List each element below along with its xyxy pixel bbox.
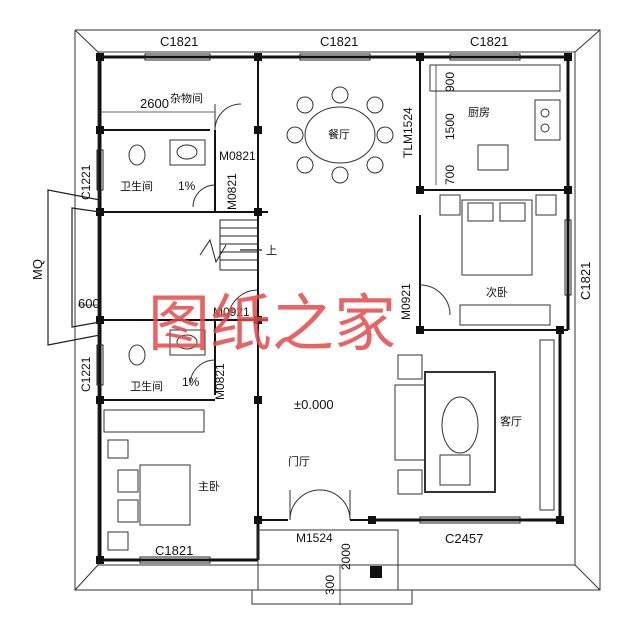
label-dim-2000: 2000 (339, 543, 353, 570)
dimension-lines (78, 65, 437, 605)
entry-steps (251, 529, 413, 605)
door-swings (189, 103, 451, 521)
structural-columns (96, 53, 572, 578)
label-door-tlm: TLM1524 (401, 107, 415, 158)
label-stair-up: 上 (266, 244, 277, 257)
label-slope-1: 1% (178, 179, 196, 193)
label-slope-2: 1% (182, 375, 200, 389)
label-door-m0921-b: M0921 (399, 283, 413, 320)
label-dim-300: 300 (323, 575, 337, 595)
label-door-m0821-c: M0821 (213, 363, 227, 400)
room-bath-upper: 卫生间 (120, 179, 153, 193)
label-dim-600: 600 (78, 296, 100, 311)
bath-fixtures (128, 139, 206, 366)
room-kitchen: 厨房 (468, 106, 490, 119)
label-dim-900: 900 (443, 72, 457, 92)
master-bedroom-bed (103, 409, 205, 551)
second-bedroom-bed (439, 194, 557, 326)
room-bath-lower: 卫生间 (130, 379, 163, 393)
label-door-m0921-a: M0921 (213, 305, 250, 319)
window-marks (96, 53, 572, 564)
label-bay-window: MQ (30, 259, 45, 280)
label-door-main: M1524 (296, 531, 333, 545)
label-window-bottom-right: C2457 (445, 531, 483, 546)
kitchen-fixtures (429, 64, 561, 171)
label-door-m0821-b: M0821 (225, 173, 239, 210)
label-window-left-lower: C1221 (79, 356, 93, 392)
label-dim-700: 700 (443, 165, 457, 185)
room-entry-hall: 门厅 (288, 454, 310, 468)
label-window-top-mid: C1821 (320, 34, 358, 49)
label-window-left-upper: C1221 (79, 164, 93, 200)
room-storage: 杂物间 (170, 91, 203, 105)
room-living: 客厅 (500, 414, 522, 428)
dining-set (286, 86, 394, 184)
label-window-top-right: C1821 (470, 34, 508, 49)
room-second-bedroom: 次卧 (486, 285, 508, 299)
label-window-bottom-left: C1821 (155, 543, 193, 558)
label-door-m0821-a: M0821 (219, 149, 256, 163)
label-window-top-left: C1821 (160, 34, 198, 49)
staircase (199, 219, 262, 271)
label-window-right: C1821 (578, 262, 593, 300)
room-master-bedroom: 主卧 (198, 480, 220, 493)
watermark: 图纸之家 (148, 287, 396, 360)
living-furniture (394, 339, 555, 511)
label-elevation: ±0.000 (294, 397, 334, 412)
room-dining: 餐厅 (328, 127, 350, 141)
label-dim-2600: 2600 (140, 96, 169, 111)
bay-window (47, 189, 101, 346)
label-dim-1500: 1500 (443, 113, 457, 140)
